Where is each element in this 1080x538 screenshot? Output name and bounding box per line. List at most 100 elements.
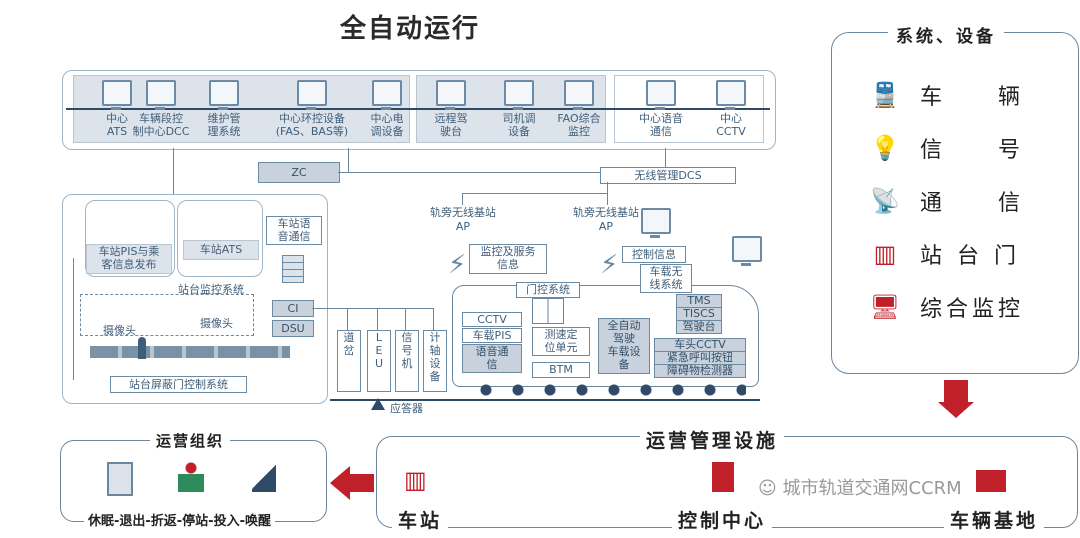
computer-icon bbox=[372, 80, 402, 110]
station-ats-box[interactable]: 车站ATS bbox=[183, 240, 259, 260]
ats-computer-icon bbox=[732, 236, 762, 266]
central-node[interactable]: 中心 CCTV bbox=[700, 80, 762, 138]
console-box[interactable]: 驾驶台 bbox=[676, 320, 722, 334]
passenger-icon bbox=[178, 462, 204, 492]
central-node[interactable]: FAO综合 监控 bbox=[548, 80, 610, 138]
train-pis-box[interactable]: 车载PIS bbox=[462, 328, 522, 343]
wechat-watermark: ☺ 城市轨道交通网CCRM bbox=[758, 474, 962, 500]
ops-title: 运营组织 bbox=[150, 430, 231, 451]
dcs-label: 无线管理DCS bbox=[634, 169, 702, 182]
lightning-icon-1: ⚡ bbox=[448, 250, 467, 280]
central-node-label: 司机调 设备 bbox=[502, 112, 536, 138]
camera2-label: 摄像头 bbox=[200, 317, 233, 330]
computer-icon bbox=[564, 80, 594, 110]
central-node[interactable]: 车辆段控 制中心DCC bbox=[130, 80, 192, 138]
leu-box[interactable]: L E U bbox=[367, 330, 391, 392]
legend-item-label: 信 号 bbox=[920, 138, 1025, 163]
platform-door-icon: ▥ bbox=[873, 240, 897, 268]
transponder-icon bbox=[371, 398, 385, 410]
legend-item-label: 综合监控 bbox=[920, 297, 1025, 322]
ap2-label: 轨旁无线基站 AP bbox=[573, 206, 639, 233]
ops-sequence: 休眠-退出-折返-停站-投入-唤醒 bbox=[84, 510, 275, 529]
transponder-label: 应答器 bbox=[390, 402, 423, 415]
left-arrow-icon bbox=[348, 474, 374, 492]
facility-depot: 车辆基地 bbox=[944, 506, 1045, 533]
station-shop-icon: ▥ bbox=[404, 466, 427, 494]
computer-icon bbox=[102, 80, 132, 110]
legend-item: 🖥 综合监控 bbox=[868, 292, 1024, 322]
signal-bulb-icon: 💡 bbox=[870, 134, 900, 162]
server-icon bbox=[282, 255, 304, 283]
central-node-label: 远程驾 驶台 bbox=[434, 112, 468, 138]
head-cctv-box[interactable]: 车头CCTV bbox=[654, 338, 746, 352]
legend-item: 🚆 车 辆 bbox=[868, 80, 1024, 110]
train-cctv-box[interactable]: CCTV bbox=[462, 312, 522, 327]
computer-icon bbox=[146, 80, 176, 110]
computer-icon bbox=[436, 80, 466, 110]
camera1-label: 摄像头 bbox=[103, 324, 136, 337]
central-node[interactable]: 中心 ATS bbox=[86, 80, 148, 138]
platform-train-strip bbox=[90, 346, 290, 358]
door-control-box[interactable]: 门控系统 bbox=[516, 282, 580, 298]
dcs-box[interactable]: 无线管理DCS bbox=[600, 167, 736, 184]
switch-box[interactable]: 道 岔 bbox=[337, 330, 361, 392]
legend-title: 系统、设备 bbox=[888, 22, 1004, 47]
legend-item: 💡 信 号 bbox=[868, 133, 1024, 163]
fao-onboard-box[interactable]: 全自动 驾驶 车载设 备 bbox=[598, 318, 650, 374]
station-ats-group bbox=[177, 200, 263, 277]
computer-icon bbox=[646, 80, 676, 110]
central-node-label: 中心电 调设备 bbox=[370, 112, 404, 138]
zc-label: ZC bbox=[291, 166, 307, 179]
dsu-box[interactable]: DSU bbox=[272, 320, 314, 337]
wechat-icon: ☺ bbox=[758, 478, 777, 499]
central-node-label: 车辆段控 制中心DCC bbox=[132, 112, 190, 138]
obstacle-detector-box[interactable]: 障碍物检测器 bbox=[654, 364, 746, 378]
station-voice-box[interactable]: 车站语 音通信 bbox=[266, 216, 322, 245]
monitor-service-box[interactable]: 监控及服务 信息 bbox=[469, 244, 547, 274]
tiscs-box[interactable]: TISCS bbox=[676, 307, 722, 321]
signal-box[interactable]: 信 号 机 bbox=[395, 330, 419, 392]
train-icon: 🚆 bbox=[870, 81, 900, 109]
central-node[interactable]: 中心语音 通信 bbox=[630, 80, 692, 138]
antenna-icon: 📡 bbox=[870, 187, 900, 215]
person-icon bbox=[138, 337, 146, 359]
control-info-box[interactable]: 控制信息 bbox=[622, 246, 686, 263]
axle-counter-box[interactable]: 计 轴 设 备 bbox=[423, 330, 447, 392]
zc-box[interactable]: ZC bbox=[258, 162, 340, 183]
escalator-icon bbox=[252, 462, 276, 492]
computer-icon bbox=[716, 80, 746, 110]
door-icon bbox=[532, 298, 564, 324]
central-node-label: 中心 CCTV bbox=[716, 112, 746, 138]
speed-unit-box[interactable]: 测速定 位单元 bbox=[532, 327, 590, 356]
btm-box[interactable]: BTM bbox=[532, 362, 590, 378]
central-node-label: 中心 ATS bbox=[106, 112, 128, 138]
onboard-wireless-box[interactable]: 车载无 线系统 bbox=[640, 264, 692, 293]
psd-control-box[interactable]: 站台屏蔽门控制系统 bbox=[110, 376, 247, 393]
down-arrow-head bbox=[938, 402, 974, 418]
legend-item: ▥ 站 台 门 bbox=[868, 239, 1020, 269]
legend-item-label: 站 台 门 bbox=[920, 244, 1020, 269]
legend-item-label: 车 辆 bbox=[920, 85, 1025, 110]
central-node[interactable]: 司机调 设备 bbox=[488, 80, 550, 138]
central-node-label: 维护管 理系统 bbox=[207, 112, 241, 138]
central-node[interactable]: 中心环控设备 (FAS、BAS等) bbox=[262, 80, 362, 138]
computer-icon bbox=[209, 80, 239, 110]
watermark-text: 城市轨道交通网CCRM bbox=[782, 478, 962, 499]
facilities-title: 运营管理设施 bbox=[640, 426, 785, 453]
central-node[interactable]: 远程驾 驶台 bbox=[420, 80, 482, 138]
facility-station: 车站 bbox=[392, 506, 449, 533]
station-pis-box[interactable]: 车站PIS与乘 客信息发布 bbox=[86, 244, 172, 274]
central-node[interactable]: 中心电 调设备 bbox=[356, 80, 418, 138]
wheels bbox=[476, 384, 746, 396]
central-node-label: 中心语音 通信 bbox=[639, 112, 683, 138]
computer-icon bbox=[297, 80, 327, 110]
facility-control-center: 控制中心 bbox=[672, 506, 773, 533]
monitor-icon: 🖥 bbox=[869, 293, 901, 321]
train-voice-box[interactable]: 语音通 信 bbox=[462, 344, 522, 373]
tms-box[interactable]: TMS bbox=[676, 294, 722, 308]
emergency-call-box[interactable]: 紧急呼叫按钮 bbox=[654, 351, 746, 365]
central-node-label: FAO综合 监控 bbox=[557, 112, 601, 138]
central-node[interactable]: 维护管 理系统 bbox=[193, 80, 255, 138]
legend-item: 📡通 信 bbox=[868, 186, 1024, 216]
ci-box[interactable]: CI bbox=[272, 300, 314, 317]
